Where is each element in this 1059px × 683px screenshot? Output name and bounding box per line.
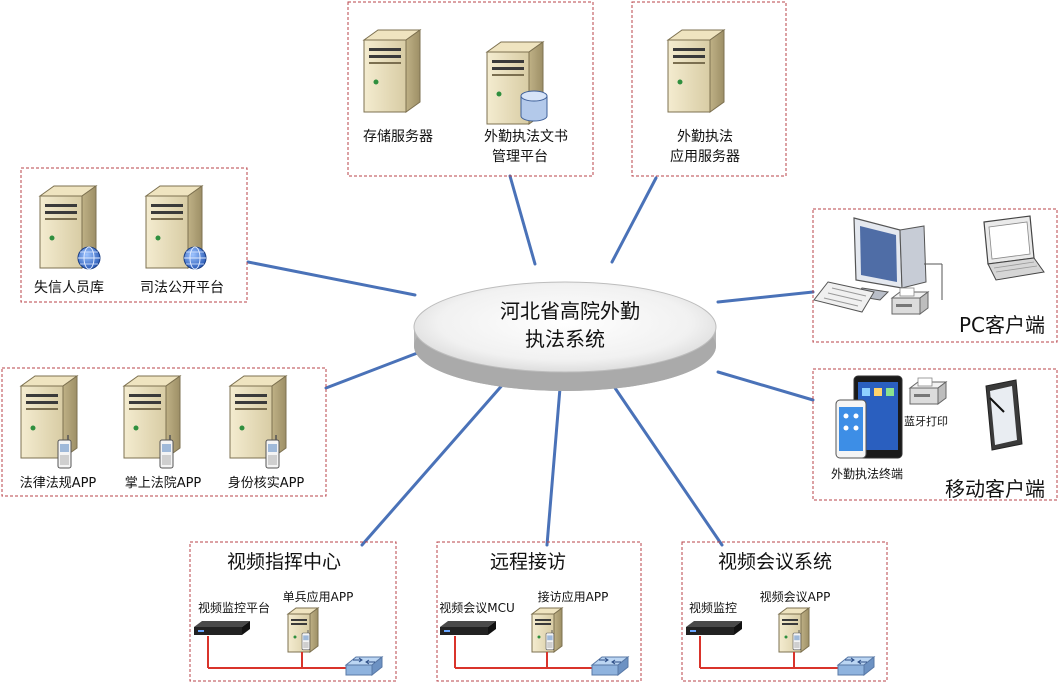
- dvr-device-icon: [194, 621, 250, 635]
- document-platform-label-line1: 外勤执法文书: [484, 129, 568, 145]
- remote-visit-server-label: 接访应用APP: [538, 589, 609, 604]
- phone-icon: [301, 629, 311, 651]
- pc-client-title: PC客户端: [959, 313, 1045, 337]
- app-server-label-line2: 应用服务器: [670, 148, 740, 165]
- laptop-icon: [983, 215, 1045, 281]
- apps-group-box: [1, 367, 327, 497]
- remote-visit-group: 远程接访 视频会议MCU 接访应用APP: [436, 541, 642, 682]
- conference-group-box: [681, 541, 888, 682]
- phone-icon: [159, 434, 174, 469]
- connector-app-server: [610, 176, 658, 264]
- mobile-client-title: 移动客户端: [945, 477, 1045, 501]
- camera-device-icon: [686, 621, 742, 635]
- remote-visit-title: 远程接访: [490, 551, 566, 573]
- storage-server-icon: [363, 29, 421, 113]
- storage-group-box: [347, 1, 594, 177]
- mobile-terminal-label: 外勤执法终端: [831, 466, 903, 481]
- network-switch-icon: [345, 656, 383, 676]
- network-switch-icon: [591, 656, 629, 676]
- globe-icon: [183, 246, 207, 270]
- apps-group: 法律法规APP 掌上法院APP 身份核实APP: [1, 367, 327, 497]
- court-app-label: 掌上法院APP: [125, 476, 202, 491]
- database-icon: [520, 90, 548, 122]
- bluetooth-printer-icon: [909, 377, 947, 405]
- phone-icon: [57, 434, 72, 469]
- pc-client-group: PC客户端: [812, 208, 1058, 343]
- connector-pc: [716, 290, 815, 304]
- desktop-computer-icon: [813, 217, 943, 313]
- credit-group-box: [20, 167, 248, 303]
- network-switch-icon: [837, 656, 875, 676]
- judicial-server-label: 司法公开平台: [140, 280, 224, 296]
- bluetooth-printer-label: 蓝牙打印: [904, 414, 948, 428]
- phone-icon: [545, 629, 555, 651]
- credit-server-label: 失信人员库: [34, 280, 104, 296]
- conference-group: 视频会议系统 视频监控 视频会议APP: [681, 541, 888, 682]
- law-app-label: 法律法规APP: [20, 476, 97, 491]
- mobile-terminal-icon: [835, 375, 903, 459]
- identity-app-label: 身份核实APP: [228, 475, 305, 491]
- printer-icon: [891, 287, 929, 315]
- central-title-line2: 执法系统: [525, 327, 605, 351]
- mobile-client-group: 外勤执法终端 蓝牙打印 移动客户端: [812, 368, 1058, 501]
- connector-remote: [545, 386, 562, 547]
- app-server-group-box: [631, 1, 787, 177]
- central-title-line1: 河北省高院外勤: [500, 299, 640, 323]
- central-system: 河北省高院外勤 执法系统: [413, 281, 717, 391]
- document-platform-label-line2: 管理平台: [492, 149, 548, 165]
- connector-apps: [324, 350, 422, 390]
- app-server-label-line1: 外勤执法: [677, 129, 733, 145]
- connector-credit: [246, 260, 417, 297]
- mcu-device-icon: [440, 621, 496, 635]
- conference-device-label: 视频监控: [689, 600, 737, 615]
- video-command-title: 视频指挥中心: [227, 551, 341, 573]
- video-command-device-label: 视频监控平台: [198, 600, 270, 615]
- conference-server-label: 视频会议APP: [760, 589, 831, 604]
- app-server-group: 外勤执法 应用服务器: [631, 1, 787, 177]
- video-command-server-label: 单兵应用APP: [283, 589, 354, 604]
- connector-conference: [613, 386, 724, 547]
- credit-group: 失信人员库 司法公开平台: [20, 167, 248, 303]
- pc-client-group-box: [812, 208, 1058, 343]
- mobile-client-group-box: [812, 368, 1058, 501]
- remote-visit-group-box: [436, 541, 642, 682]
- remote-visit-device-label: 视频会议MCU: [439, 600, 515, 615]
- conference-title: 视频会议系统: [718, 551, 832, 573]
- tablet-icon: [985, 379, 1023, 451]
- connector-storage: [508, 174, 537, 266]
- video-command-group-box: [189, 541, 397, 682]
- storage-server-label: 存储服务器: [363, 129, 433, 145]
- globe-icon: [77, 246, 101, 270]
- connectors: [246, 174, 815, 547]
- phone-icon: [792, 629, 802, 651]
- app-server-icon: [667, 29, 725, 113]
- video-command-group: 视频指挥中心 视频监控平台 单兵应用APP: [189, 541, 397, 682]
- storage-group: 存储服务器 外勤执法文书 管理平台: [347, 1, 594, 177]
- connector-video-command: [360, 380, 507, 547]
- phone-icon: [265, 434, 280, 469]
- connector-mobile: [716, 370, 815, 402]
